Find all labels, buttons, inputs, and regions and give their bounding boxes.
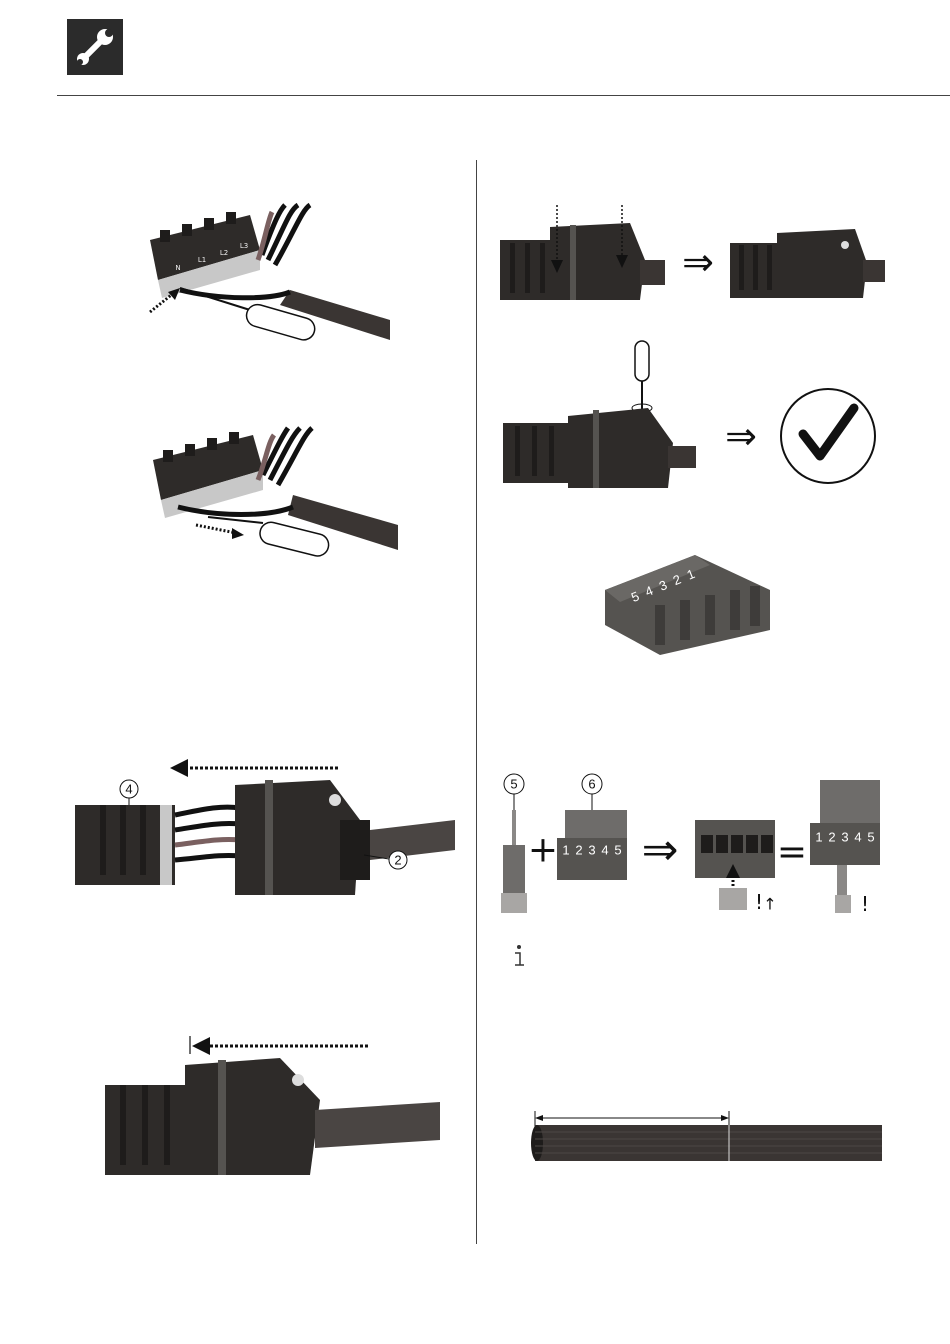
callout-4: 4 [120, 780, 138, 805]
plug-assembled: 1 2 3 4 5 ! [810, 780, 880, 916]
svg-text:5: 5 [510, 777, 517, 792]
connector-assembled [503, 408, 696, 488]
connector-housing [235, 780, 370, 895]
connector-insert [75, 805, 240, 885]
plug-digit: 3 [588, 843, 595, 858]
terminal-label-n: N [175, 264, 180, 272]
terminal-label-l1: L1 [198, 256, 206, 264]
implies-arrow: ⇒ [642, 825, 679, 876]
terminal-label-l3: L3 [240, 242, 248, 250]
figure-assembled-connector [100, 1030, 450, 1180]
up-arrow: ↑ [763, 895, 776, 914]
plug-digit: 2 [828, 830, 835, 845]
figure-screw-tighten: ⇒ [498, 338, 888, 498]
terminal-label-l2: L2 [220, 249, 228, 257]
callout-6: 6 [582, 774, 602, 810]
cable [315, 1102, 440, 1148]
figure-housing-assembly: 4 2 [70, 750, 470, 910]
callout-5: 5 [504, 774, 524, 810]
wrench-icon-box [67, 19, 123, 75]
equals-sign: = [777, 832, 807, 873]
wrench-icon [67, 19, 123, 75]
info-icon [512, 944, 526, 968]
plus-sign: + [528, 830, 558, 871]
figure-coding-sequence: 5 + 6 1 2 3 4 5 ⇒ ! ↑ = 1 2 [495, 770, 885, 920]
implies-arrow: ⇒ [725, 414, 757, 458]
exclamation-mark: ! [861, 892, 869, 916]
plug-digit: 1 [562, 843, 569, 858]
cable [370, 820, 455, 860]
figure-housing-snap: ⇒ [495, 205, 895, 310]
figure-wire-removal [148, 425, 408, 570]
plug-digit: 2 [575, 843, 582, 858]
plug-digit: 5 [867, 830, 874, 845]
connector-before [500, 205, 665, 300]
terminal-block: N L1 L2 L3 [150, 212, 260, 298]
svg-text:4: 4 [125, 782, 132, 797]
plug-digit: 3 [841, 830, 848, 845]
implies-arrow: ⇒ [682, 240, 714, 284]
connector-after [730, 229, 885, 298]
plug-digit: 5 [614, 843, 621, 858]
socket-front: ! ↑ [695, 820, 777, 914]
cable [531, 1125, 882, 1161]
terminal-block [153, 432, 263, 518]
svg-text:6: 6 [588, 777, 595, 792]
coded-plug: 1 2 3 4 5 [557, 810, 627, 880]
exclamation-mark: ! [755, 890, 763, 914]
svg-text:2: 2 [394, 853, 401, 868]
figure-terminal-release: N L1 L2 L3 [140, 200, 400, 350]
direction-arrow [196, 525, 244, 539]
plug-digit: 1 [815, 830, 822, 845]
coding-pin [501, 810, 527, 913]
screwdriver [208, 517, 331, 558]
plug-digit: 4 [854, 830, 861, 845]
check-icon [781, 389, 875, 483]
direction-arrow [170, 759, 340, 777]
header-rule [57, 95, 950, 96]
direction-arrow [190, 1036, 370, 1055]
connector-housing [105, 1058, 320, 1175]
plug-digit: 4 [601, 843, 608, 858]
column-divider [476, 160, 477, 1244]
figure-5-pole-plug: 5 4 3 2 1 [600, 550, 780, 660]
figure-cable-strip-length [525, 1108, 885, 1163]
